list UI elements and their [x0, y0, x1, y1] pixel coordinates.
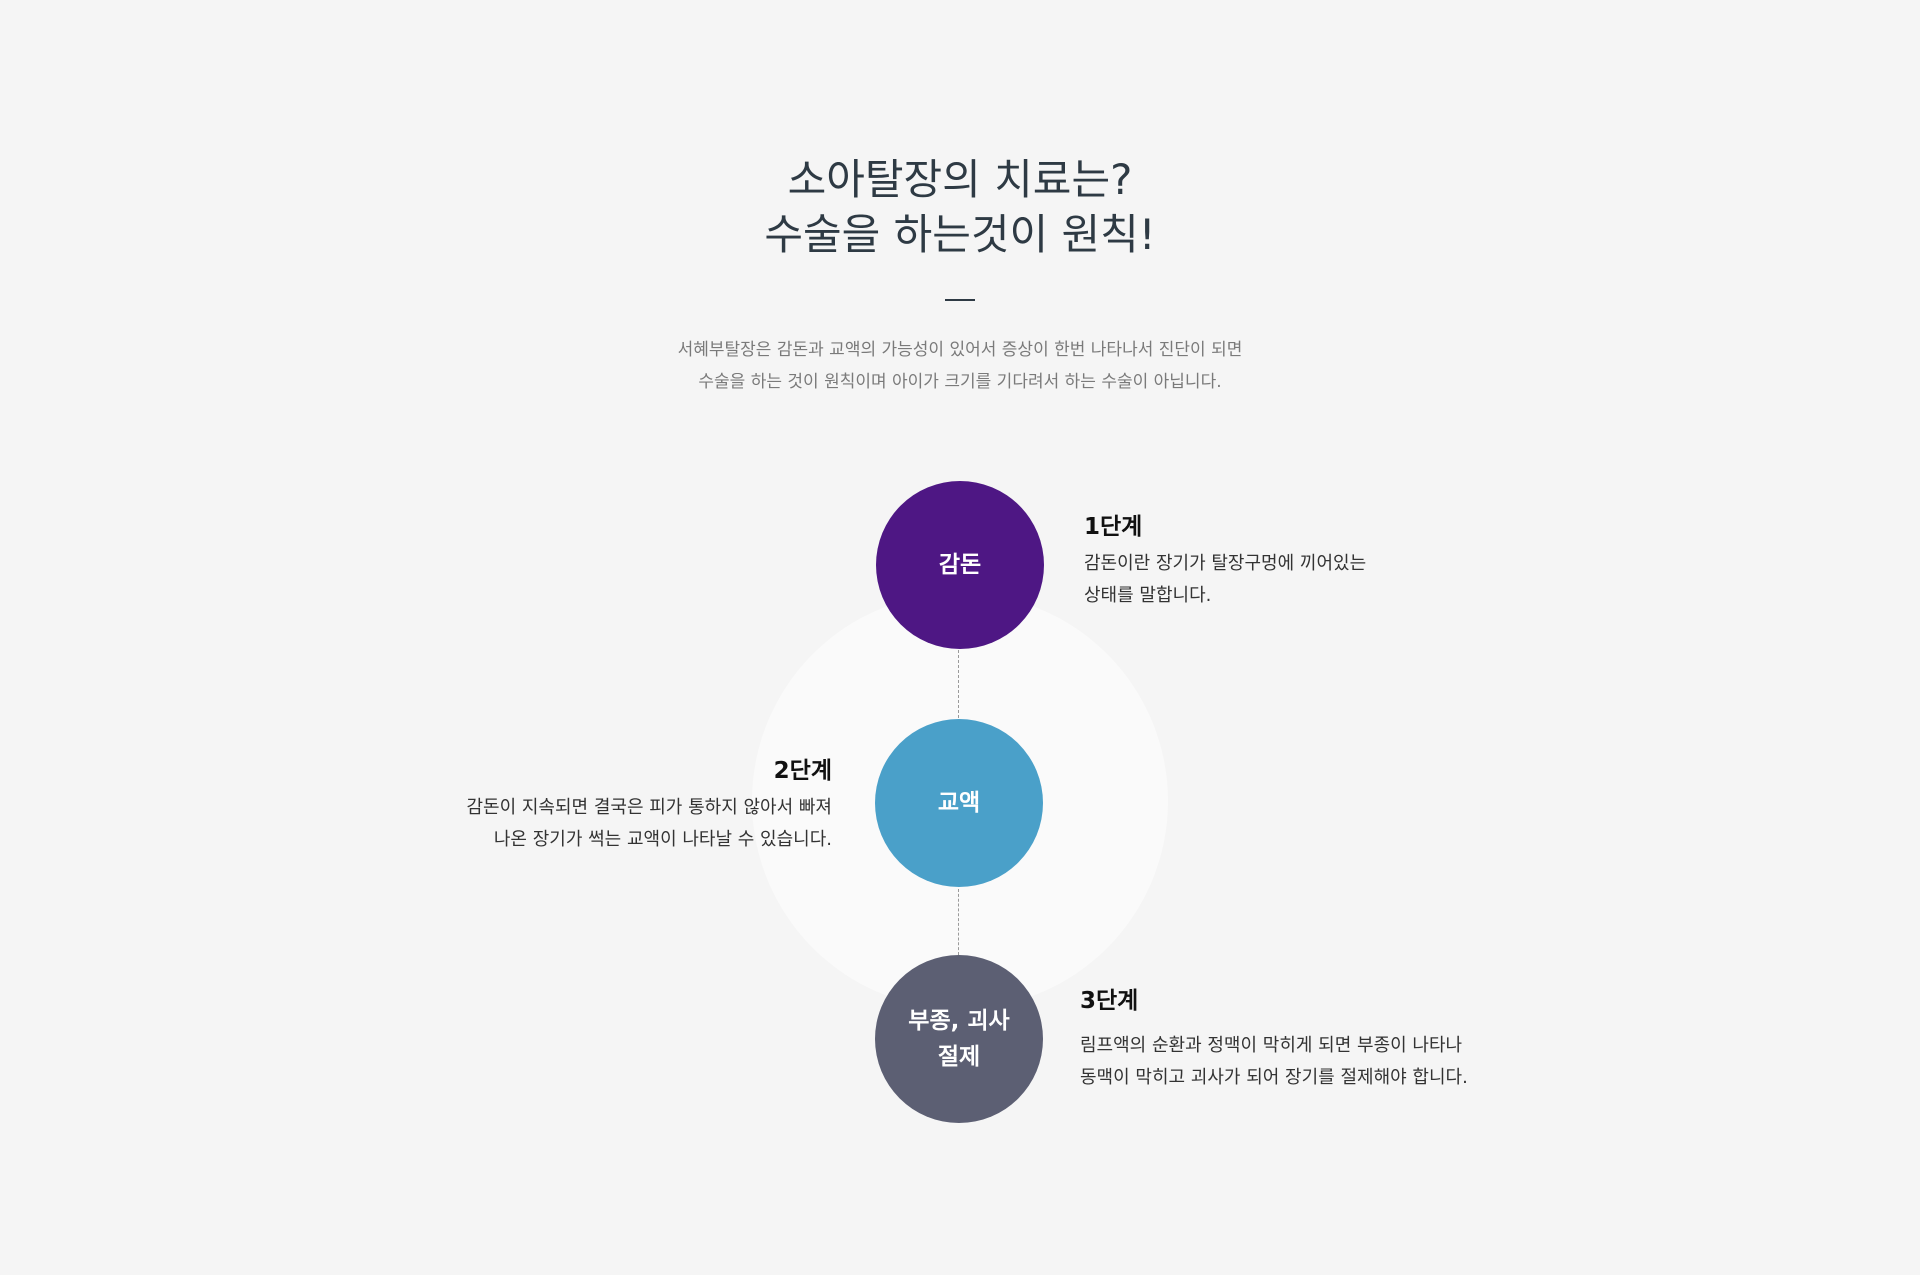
stage-3-description: 림프액의 순환과 정맥이 막히게 되면 부종이 나타나 동맥이 막히고 괴사가 … — [1080, 1030, 1468, 1094]
stage-2-title: 2단계 — [773, 758, 832, 784]
stage-1-text: 1단계 감돈이란 장기가 탈장구멍에 끼어있는 상태를 말합니다. — [1084, 512, 1366, 612]
stage-2-circle: 교액 — [875, 719, 1043, 887]
stage-3-circle-label-line-1: 부종, 괴사 — [908, 1008, 1010, 1034]
stage-2-circle-label: 교액 — [937, 790, 981, 816]
stage-1-desc-line-1: 감돈이란 장기가 탈장구멍에 끼어있는 — [1084, 553, 1367, 574]
stage-3-circle: 부종, 괴사 절제 — [875, 955, 1043, 1123]
heading-divider — [945, 299, 975, 301]
intro-paragraph: 서혜부탈장은 감돈과 교액의 가능성이 있어서 증상이 한번 나타나서 진단이 … — [0, 334, 1920, 398]
connector-line-2-3 — [958, 889, 959, 955]
stage-3-desc-line-2: 동맥이 막히고 괴사가 되어 장기를 절제해야 합니다. — [1080, 1067, 1468, 1088]
intro-line-2: 수술을 하는 것이 원칙이며 아이가 크기를 기다려서 하는 수술이 아닙니다. — [698, 372, 1222, 392]
connector-line-1-2 — [958, 650, 959, 718]
intro-line-1: 서혜부탈장은 감돈과 교액의 가능성이 있어서 증상이 한번 나타나서 진단이 … — [677, 340, 1243, 360]
stage-1-circle: 감돈 — [876, 481, 1044, 649]
heading-line-1: 소아탈장의 치료는? — [787, 155, 1133, 204]
stage-1-desc-line-2: 상태를 말합니다. — [1084, 585, 1212, 606]
stage-2-desc-line-1: 감돈이 지속되면 결국은 피가 통하지 않아서 빠져 — [466, 797, 832, 818]
stage-3-text: 3단계 림프액의 순환과 정맥이 막히게 되면 부종이 나타나 동맥이 막히고 … — [1080, 986, 1468, 1094]
page-heading: 소아탈장의 치료는? 수술을 하는것이 원칙! — [0, 152, 1920, 262]
stage-3-circle-label-line-2: 절제 — [937, 1044, 981, 1070]
stage-3-desc-line-1: 림프액의 순환과 정맥이 막히게 되면 부종이 나타나 — [1080, 1035, 1463, 1056]
heading-line-2: 수술을 하는것이 원칙! — [764, 210, 1156, 259]
stage-1-title: 1단계 — [1084, 514, 1143, 540]
stage-2-desc-line-2: 나온 장기가 썩는 교액이 나타날 수 있습니다. — [493, 829, 832, 850]
stage-2-text: 2단계 감돈이 지속되면 결국은 피가 통하지 않아서 빠져 나온 장기가 썩는… — [380, 756, 832, 856]
stage-3-title: 3단계 — [1080, 988, 1139, 1014]
stage-2-description: 감돈이 지속되면 결국은 피가 통하지 않아서 빠져 나온 장기가 썩는 교액이… — [380, 792, 832, 856]
stage-1-circle-label: 감돈 — [938, 552, 982, 578]
stage-1-description: 감돈이란 장기가 탈장구멍에 끼어있는 상태를 말합니다. — [1084, 548, 1366, 612]
